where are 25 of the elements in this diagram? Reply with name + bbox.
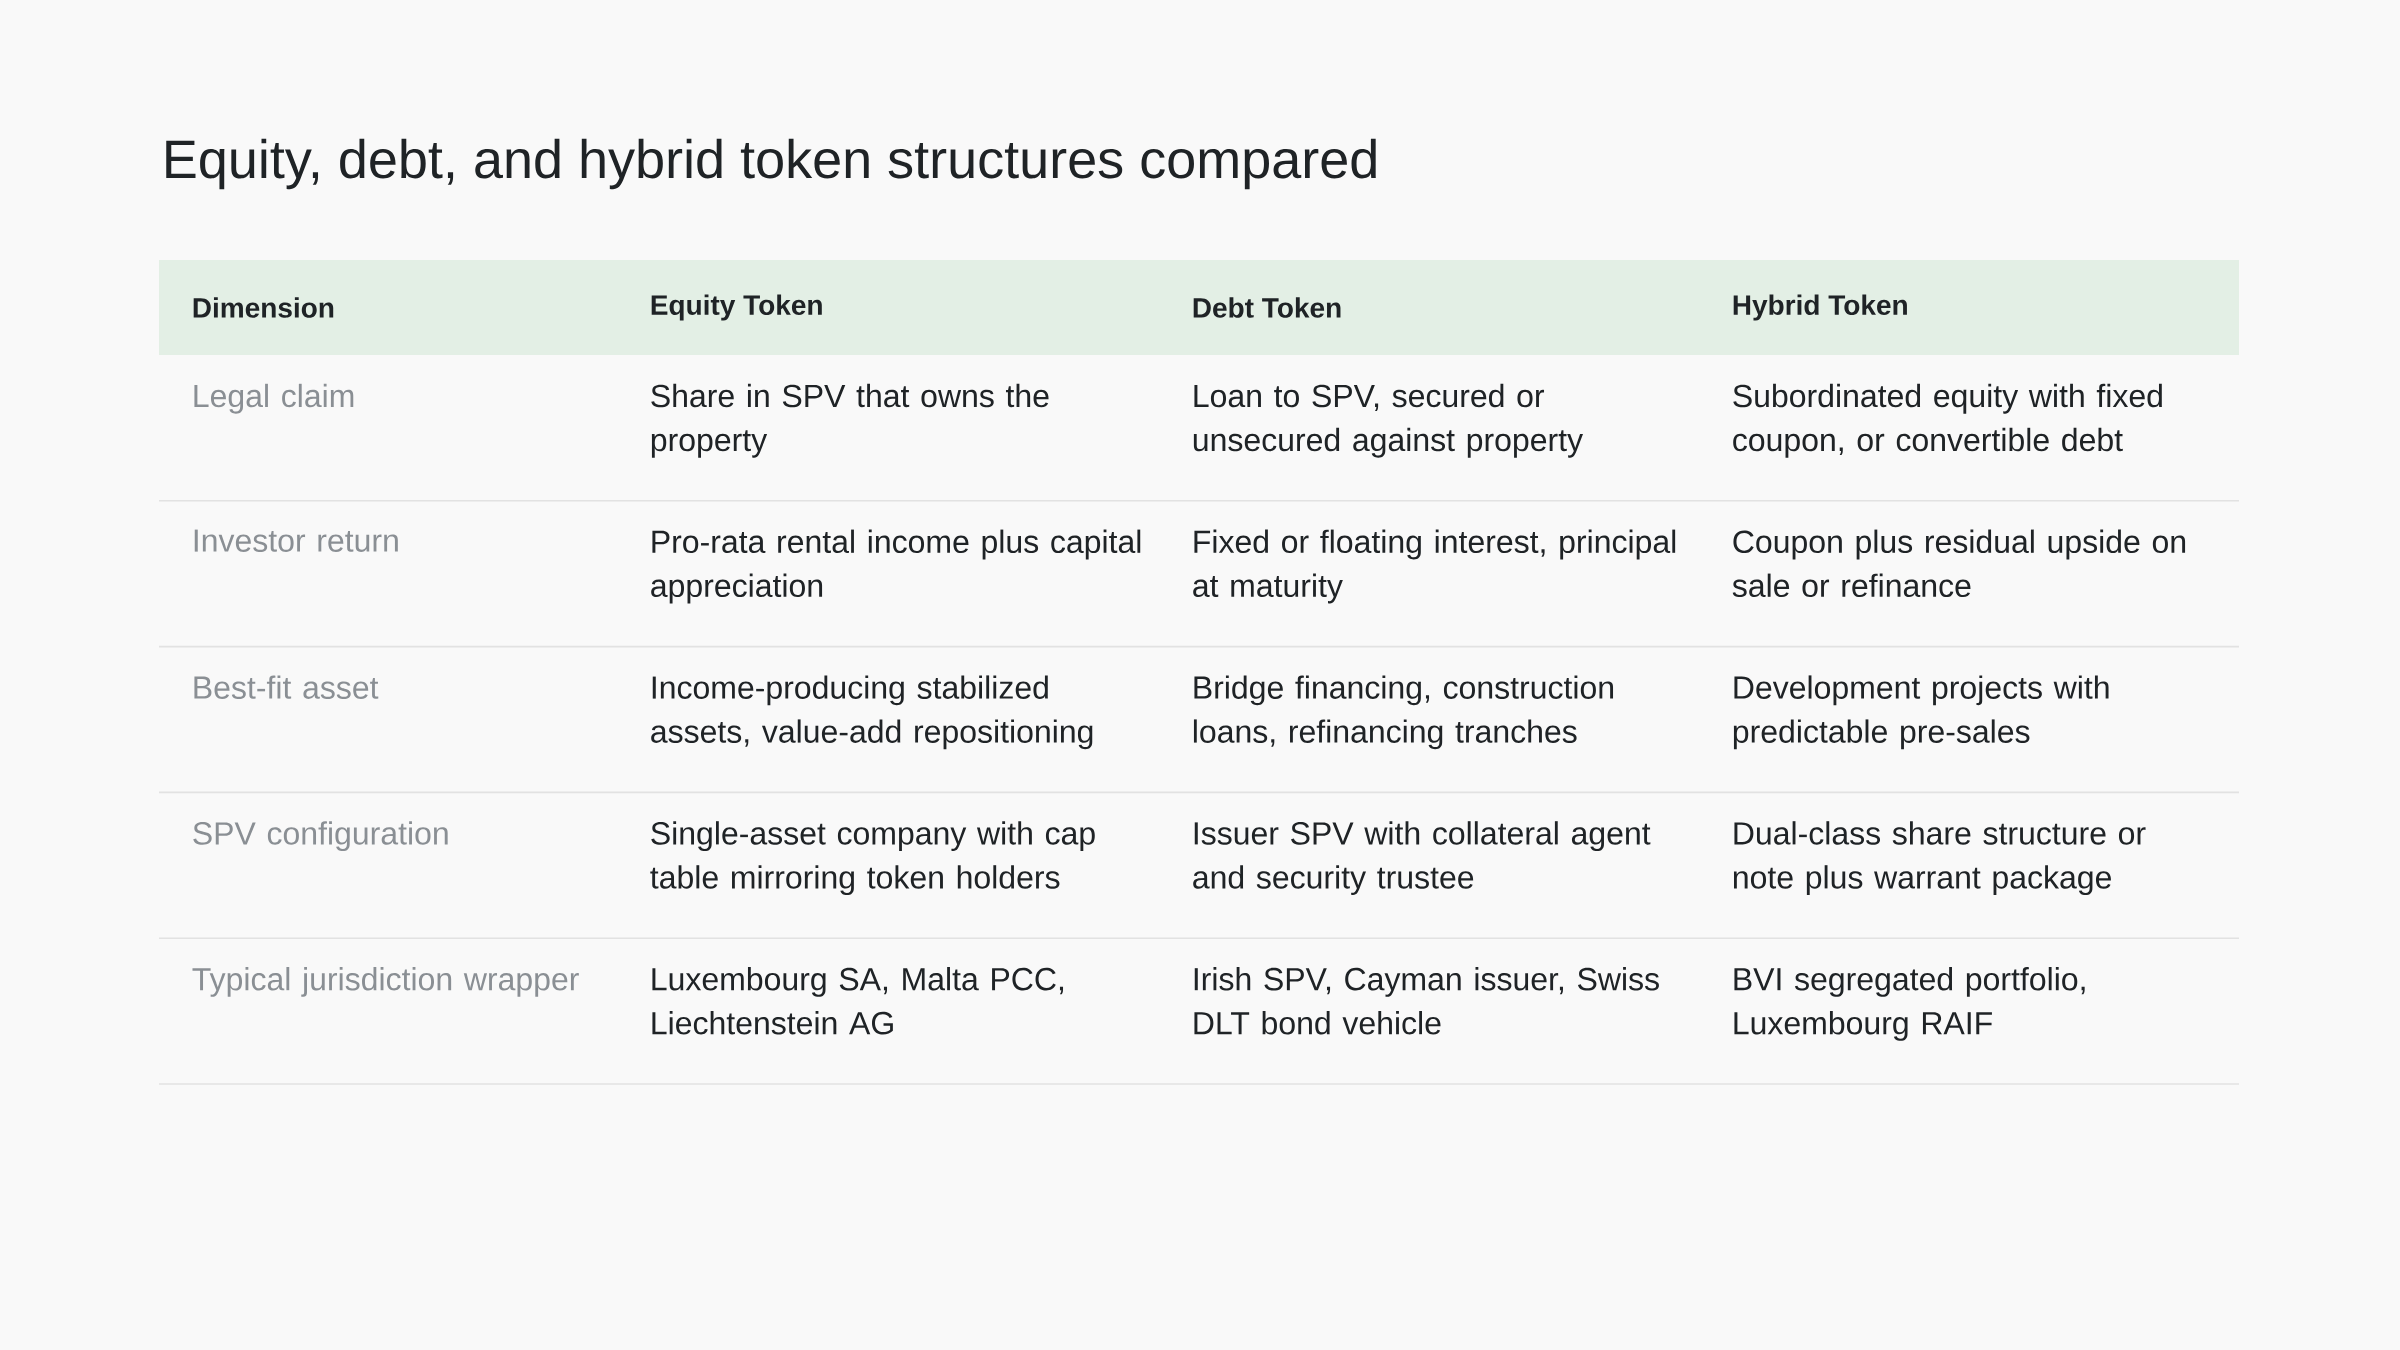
header-cell: Debt Token: [1193, 297, 1341, 318]
table-cell: Bridge financing, construction loans, refinancing tranches: [1193, 675, 1614, 750]
header-cell: Equity Token: [651, 294, 822, 321]
header-cell: Hybrid Token: [1733, 294, 1907, 321]
row-label: Investor return: [194, 529, 398, 552]
table-cell: Dual-class share structure or note plus warrant package: [1733, 821, 2146, 896]
row-label: Best-fit asset: [194, 675, 379, 699]
table-cell: Subordinated equity with fixed coupon, or convertible debt: [1733, 383, 2162, 458]
row-label: Legal claim: [194, 383, 354, 414]
table-cell: BVI segregated portfolio, Luxembourg RAIF: [1734, 967, 2085, 1041]
table-cell: Pro-rata rental income plus capital appreciation: [651, 529, 1141, 604]
table-cell: Irish SPV, Cayman issuer, Swiss DLT bond vehicle: [1194, 967, 1659, 1035]
table-cell: Fixed or floating interest, principal at maturity: [1193, 529, 1676, 604]
row-label: SPV configuration: [193, 821, 448, 852]
table-cell: Loan to SPV, secured or unsecured against property: [1193, 383, 1583, 458]
header-cell: Dimension: [193, 297, 334, 318]
table-cell: Coupon plus residual upside on sale or refinance: [1732, 529, 2186, 598]
table-cell: Single-asset company with cap table mirroring token holders: [650, 821, 1095, 896]
table-cell: Share in SPV that owns the property: [651, 383, 1049, 458]
table-cell: Issuer SPV with collateral agent and security trustee: [1193, 821, 1651, 896]
table-cell: Development projects with predictable pre-sales: [1733, 675, 2109, 750]
title: Equity, debt, and hybrid token structures compared: [166, 138, 1376, 190]
table-cell: Income-producing stabilized assets, value-add repositioning: [651, 675, 1093, 750]
row-label: Typical jurisdiction wrapper: [192, 967, 579, 997]
table-cell: Luxembourg SA, Malta PCC, Liechtenstein AG: [652, 967, 1064, 1035]
